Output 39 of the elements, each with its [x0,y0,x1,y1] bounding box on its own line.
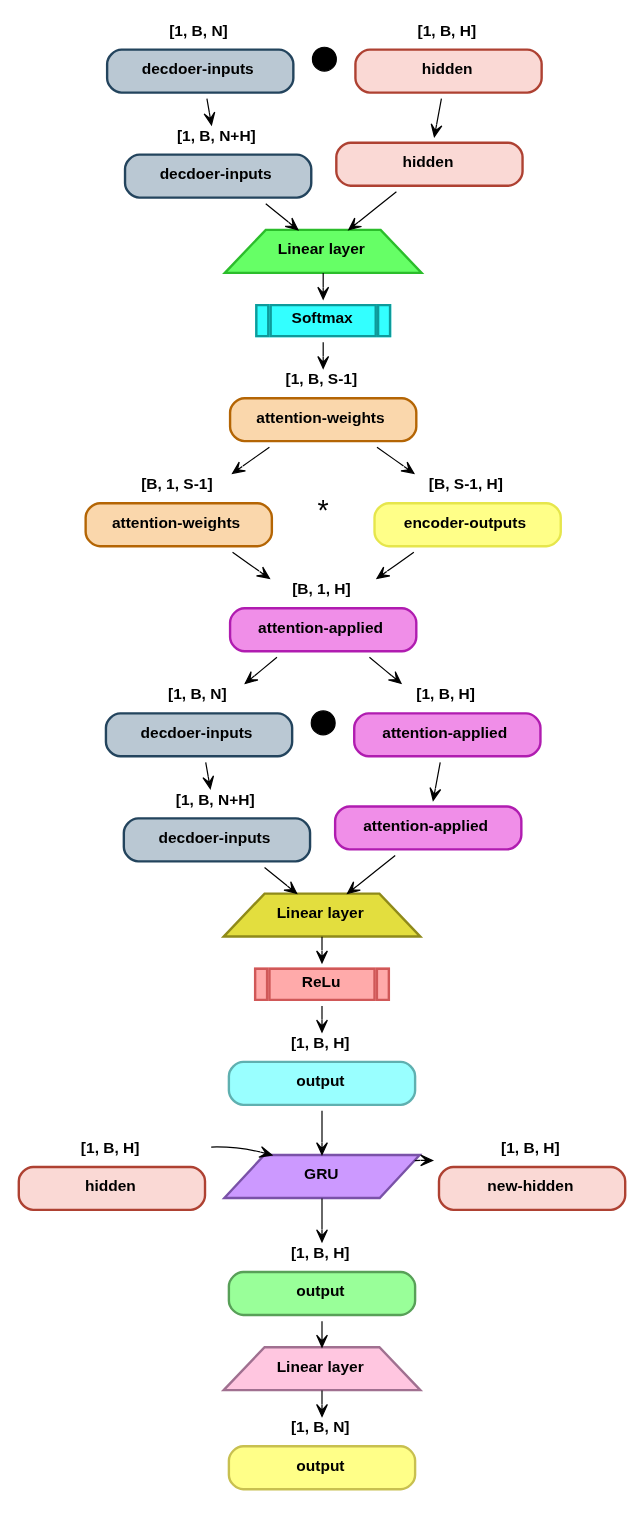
node-label: [1, B, N] [290,1418,350,1436]
node-label: [B, 1, H] [292,580,351,598]
node-circle [310,710,336,736]
node-label: [1, B, H] [501,1139,560,1157]
node-label: [1, B, S-1] [285,370,358,388]
arrow [347,854,396,895]
arrow [202,761,215,790]
node-label: [1, B, H] [290,1244,350,1262]
arrow [348,191,397,231]
arrow [203,98,216,126]
arrow [316,1197,328,1243]
node-label: [B, 1, S-1] [141,475,213,493]
label: * [317,494,329,527]
node-label: [1, B, H] [290,1034,350,1052]
arrow [430,98,443,138]
arrow [244,656,278,685]
node-circle [311,46,337,72]
arrow [376,446,415,474]
node-label: [1, B, N] [169,21,228,39]
arrow [316,1389,328,1417]
arrow [210,1146,273,1158]
arrow [316,936,328,964]
arrow [316,1110,328,1156]
arrow [316,1005,328,1033]
arrow [376,551,415,579]
node-label: [B, S-1, H] [428,475,503,493]
node-label: [1, B, N+H] [175,790,255,808]
arrow [231,551,270,579]
arrow [265,203,299,231]
node-label: [1, B, N] [168,685,227,703]
arrow [429,761,442,801]
node-label: [1, B, H] [416,685,475,703]
node-label: [1, B, N+H] [176,126,256,144]
node-label: [1, B, H] [80,1139,140,1157]
arrow [368,656,402,685]
arrow [263,866,298,895]
arrow [316,1320,328,1348]
arrow [232,446,270,474]
node-label: [1, B, H] [417,21,477,39]
